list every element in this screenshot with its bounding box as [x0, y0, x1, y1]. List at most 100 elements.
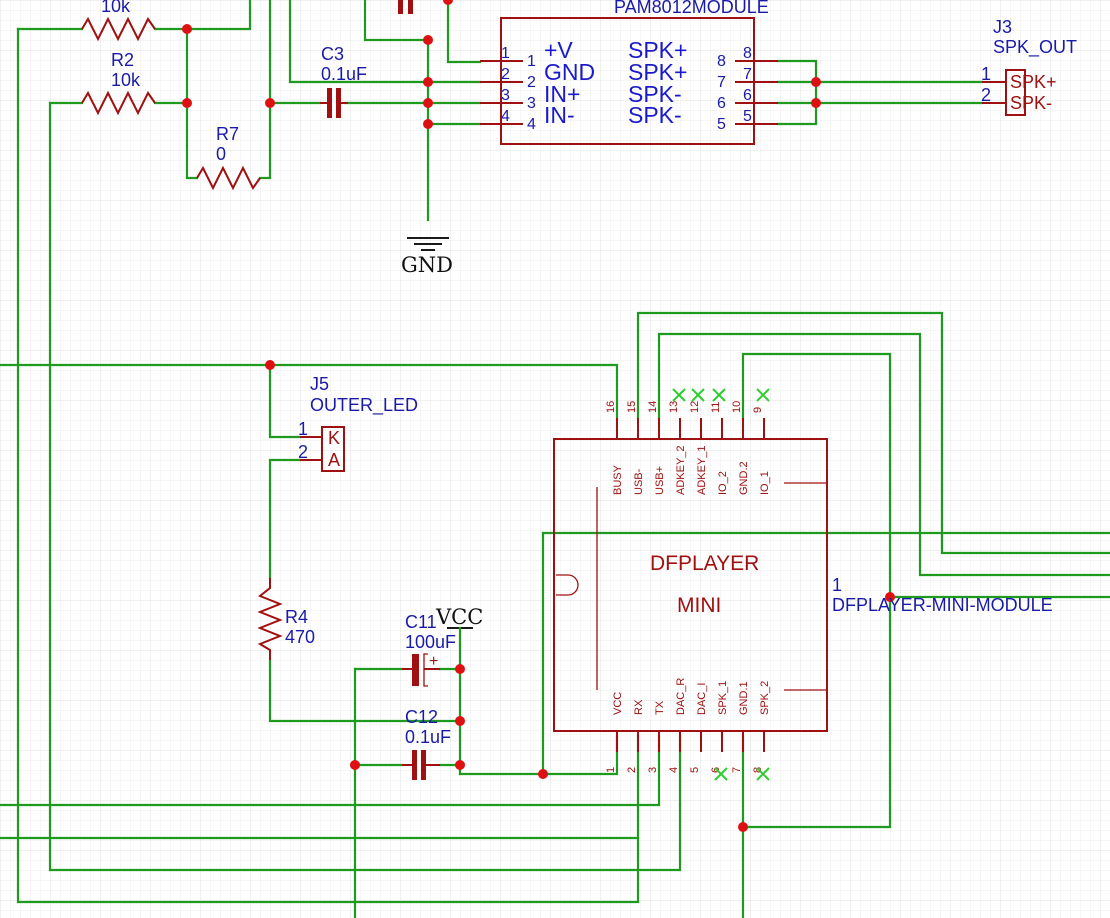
c12-name: C12 — [405, 707, 438, 727]
connector-j5[interactable]: J5 OUTER_LED 1 2 K A — [298, 374, 418, 472]
capacitor-c12[interactable]: C12 0.1uF — [402, 707, 451, 780]
dfplayer-pin-4-num: 4 — [668, 767, 680, 773]
c3-plate-2 — [336, 88, 341, 118]
pam-pin1-num-inner: 1 — [527, 53, 536, 70]
pam-pin8-num-outer: 8 — [743, 45, 752, 62]
pam-pin-spk-minus-b: SPK- — [628, 102, 682, 128]
resistor-r1[interactable]: 10k — [81, 0, 156, 42]
dfplayer-pin-3-label: TX — [654, 700, 666, 715]
dfplayer-mini-module[interactable]: DFPLAYER MINI 1 DFPLAYER-MINI-MODULE 16B… — [553, 401, 1053, 773]
pam-pin1-num: 1 — [501, 45, 510, 62]
dfplayer-pin-5-label: DAC_I — [696, 683, 708, 715]
j3-pin1-label: SPK+ — [1010, 72, 1057, 92]
dfplayer-pin-3-num: 3 — [647, 767, 659, 773]
dfplayer-subtitle: MINI — [677, 594, 721, 617]
dfplayer-pin-2-label: RX — [633, 699, 645, 715]
cutoff-component — [398, 0, 413, 14]
vcc-symbol: VCC — [435, 605, 483, 647]
dfplayer-pin-5-num: 5 — [689, 767, 701, 773]
pam-pin7-num: 7 — [717, 74, 726, 91]
j3-pin2-label: SPK- — [1010, 93, 1052, 113]
dfplayer-pin-12-label: ADKEY_1 — [696, 445, 708, 495]
r7-value: 0 — [216, 144, 226, 164]
dfplayer-pin-16-label: BUSY — [612, 464, 624, 495]
r2-name: R2 — [111, 50, 134, 70]
pam8012-name: PAM8012MODULE — [614, 0, 769, 17]
dfplayer-pin-4-label: DAC_R — [675, 678, 687, 715]
dfplayer-pin-16-num: 16 — [605, 401, 617, 413]
c12-plate-2 — [421, 750, 426, 780]
j3-value: SPK_OUT — [993, 37, 1077, 58]
resistor-r2[interactable]: R2 10k — [81, 50, 156, 116]
dfplayer-pin-13-num: 13 — [668, 401, 680, 413]
c3-value: 0.1uF — [321, 64, 367, 84]
c11-plate-1 — [412, 654, 419, 686]
c3-name: C3 — [321, 44, 344, 64]
pam-pin2-num: 2 — [501, 66, 510, 83]
dfplayer-pin-11-label: IO_2 — [717, 471, 729, 495]
dfplayer-pin-2-num: 2 — [626, 767, 638, 773]
j3-pin2-num: 2 — [981, 85, 991, 105]
pam-pin-spk-plus-a: SPK+ — [628, 37, 687, 63]
dfplayer-top-pins: 16BUSY15USB-14USB+13ADKEY_212ADKEY_111IO… — [605, 401, 771, 495]
dfplayer-pin-1-num: 1 — [605, 767, 617, 773]
pam-pin-gnd: GND — [544, 59, 595, 85]
r4-name: R4 — [285, 607, 308, 627]
pam-pin2-num-inner: 2 — [527, 74, 536, 91]
dfplayer-title: DFPLAYER — [650, 552, 759, 575]
dfplayer-pin-7-num: 7 — [731, 767, 743, 773]
pam-pin4-num-inner: 4 — [527, 116, 536, 133]
c11-value: 100uF — [405, 632, 456, 652]
dfplayer-pin-6-label: SPK_1 — [717, 681, 729, 715]
ground-symbol: GND — [401, 237, 453, 277]
c11-name: C11 — [405, 612, 437, 632]
pam-pin-in-plus: IN+ — [544, 81, 580, 107]
r7-name: R7 — [216, 124, 239, 144]
dfplayer-pin-9-num: 9 — [752, 407, 764, 413]
pam-pin8-num: 8 — [717, 53, 726, 70]
resistor-r4[interactable]: R4 470 — [257, 578, 315, 660]
dfplayer-name: DFPLAYER-MINI-MODULE — [832, 595, 1053, 615]
pam-pin5-num-outer: 5 — [743, 108, 752, 125]
pam-pin-in-minus: IN- — [544, 102, 575, 128]
dfplayer-pin-10-label: GND.2 — [738, 461, 750, 495]
j5-name: J5 — [310, 374, 329, 394]
dfplayer-pin-7-label: GND.1 — [738, 681, 750, 715]
c12-plate-1 — [412, 750, 417, 780]
c11-polarity: + — [429, 653, 438, 670]
pam-pin-plusv: +V — [544, 37, 573, 63]
capacitor-c11[interactable]: + C11 100uF — [402, 612, 456, 687]
dfplayer-pin-11-num: 11 — [710, 402, 722, 413]
j5-pin1-num: 1 — [298, 419, 308, 439]
dfplayer-pin-14-num: 14 — [647, 401, 659, 413]
dfplayer-pin-13-label: ADKEY_2 — [675, 445, 687, 495]
c3-plate-1 — [327, 88, 332, 118]
r4-value: 470 — [285, 627, 315, 647]
j5-pin2-label: A — [328, 450, 340, 470]
pam-pin4-num: 4 — [501, 108, 510, 125]
connector-j3[interactable]: J3 SPK_OUT 1 2 SPK+ SPK- — [981, 17, 1077, 116]
pam-pin5-num: 5 — [717, 116, 726, 133]
resistor-r7[interactable]: R7 0 — [196, 124, 261, 191]
pam-pin-spk-minus-a: SPK- — [628, 81, 682, 107]
j5-pin1-label: K — [328, 428, 340, 448]
pam-pin6-num: 6 — [717, 95, 726, 112]
dfplayer-pin-14-label: USB+ — [654, 466, 666, 495]
no-connect-marks — [672, 388, 770, 781]
pam-pin6-num-outer: 6 — [743, 87, 752, 104]
dfplayer-pin-10-num: 10 — [731, 401, 743, 413]
pam8012-module[interactable]: PAM8012MODULE 1 2 3 4 1 2 3 4 +V GND IN+… — [480, 0, 778, 145]
r1-value: 10k — [101, 0, 131, 16]
pam-pin-spk-plus-b: SPK+ — [628, 59, 687, 85]
j5-value: OUTER_LED — [310, 395, 418, 416]
dfplayer-pin-15-num: 15 — [626, 401, 638, 413]
vcc-label: VCC — [435, 605, 483, 629]
capacitor-c3[interactable]: C3 0.1uF — [320, 44, 367, 118]
j3-name: J3 — [993, 17, 1012, 37]
pam-pin7-num-outer: 7 — [743, 66, 752, 83]
pam-pin3-num-inner: 3 — [527, 95, 536, 112]
junctions — [182, 0, 895, 832]
c12-value: 0.1uF — [405, 727, 451, 747]
